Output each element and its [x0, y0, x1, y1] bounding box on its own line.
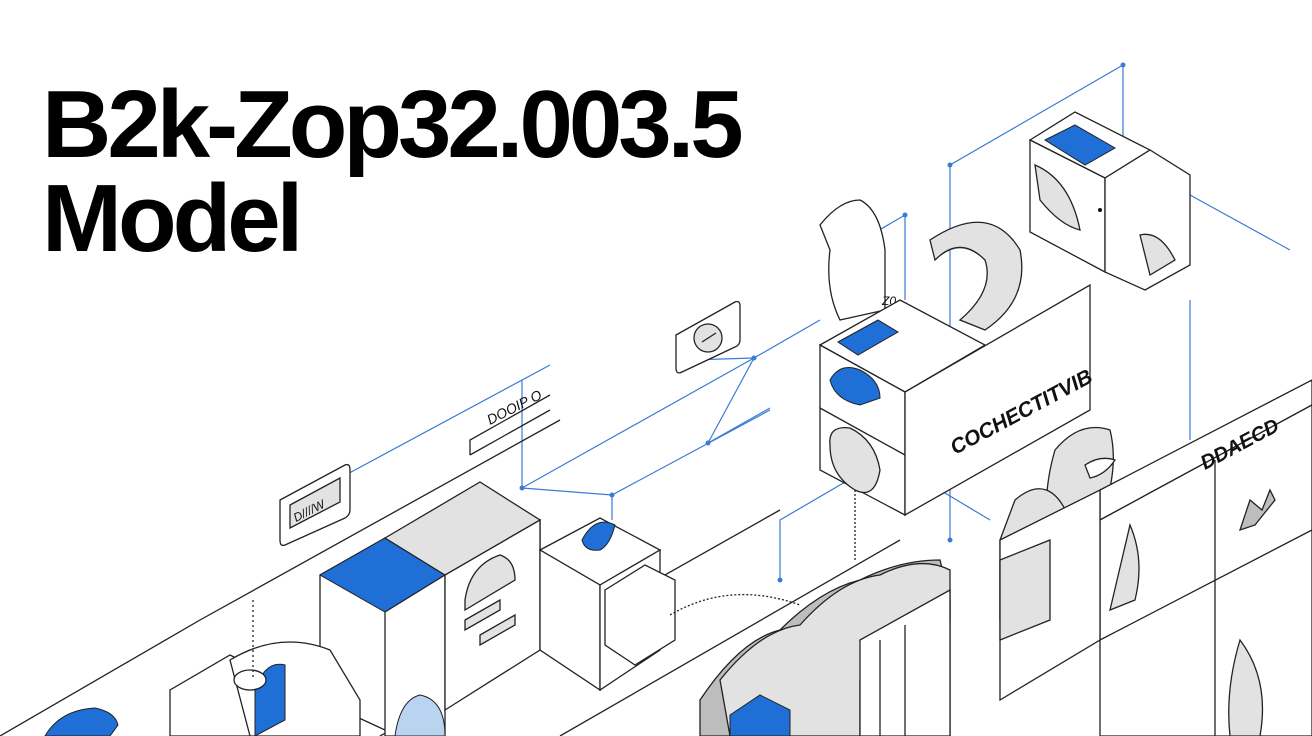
page-title: B2k-Zop32.003.5 Model [42, 71, 744, 272]
block-left-low [44, 600, 446, 736]
panel-left: D////W [279, 463, 351, 547]
panel-gauge [675, 300, 741, 374]
title-line-2: Model [42, 165, 303, 272]
title-line-1: B2k-Zop32.003.5 [42, 71, 744, 178]
block-right: DDAECD [999, 379, 1312, 736]
center-tower: Z0 COCHECTITVIB [818, 199, 1096, 560]
sign-middle-label: DOOIP O [484, 386, 544, 427]
box-top-right [1028, 111, 1191, 291]
block-left-main [318, 481, 676, 736]
